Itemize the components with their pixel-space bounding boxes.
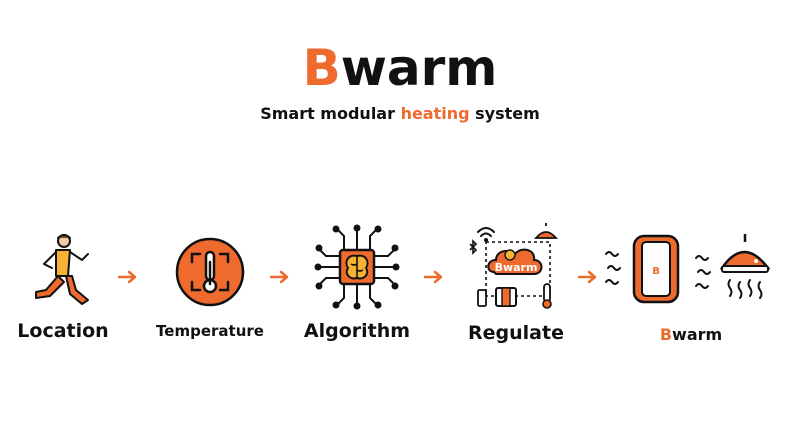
tagline: Smart modular heating system [0, 104, 800, 124]
tagline-highlight: heating [400, 104, 470, 123]
cloud-text: Bwarm [495, 261, 538, 274]
step-label-algorithm: Algorithm [303, 320, 411, 342]
step-label-location: Location [17, 320, 109, 342]
cloud-regulate-icon: Bwarm [469, 223, 558, 309]
arrow-right-icon [118, 270, 137, 284]
arrow-right-icon [270, 270, 289, 284]
logo-initial: B [302, 39, 341, 97]
running-person-icon [35, 234, 89, 305]
arrow-right-icon [578, 270, 597, 284]
bwarm-label-initial: B [659, 325, 673, 344]
brain-chip-icon [314, 224, 400, 310]
heater-letter: B [652, 266, 660, 277]
arrow-right-icon [424, 270, 443, 284]
brand-logo: Bwarm [0, 38, 800, 98]
bwarm-label-rest: warm [672, 325, 723, 344]
step-label-bwarm: Bwarm [636, 325, 746, 344]
tagline-after: system [469, 104, 540, 123]
thermometer-icon [175, 237, 245, 307]
step-label-temperature: Temperature [156, 322, 264, 340]
tagline-before: Smart modular [260, 104, 401, 123]
heater-lamp-icon: B [605, 234, 771, 304]
logo-rest: warm [340, 39, 498, 97]
step-label-regulate: Regulate [468, 322, 564, 344]
